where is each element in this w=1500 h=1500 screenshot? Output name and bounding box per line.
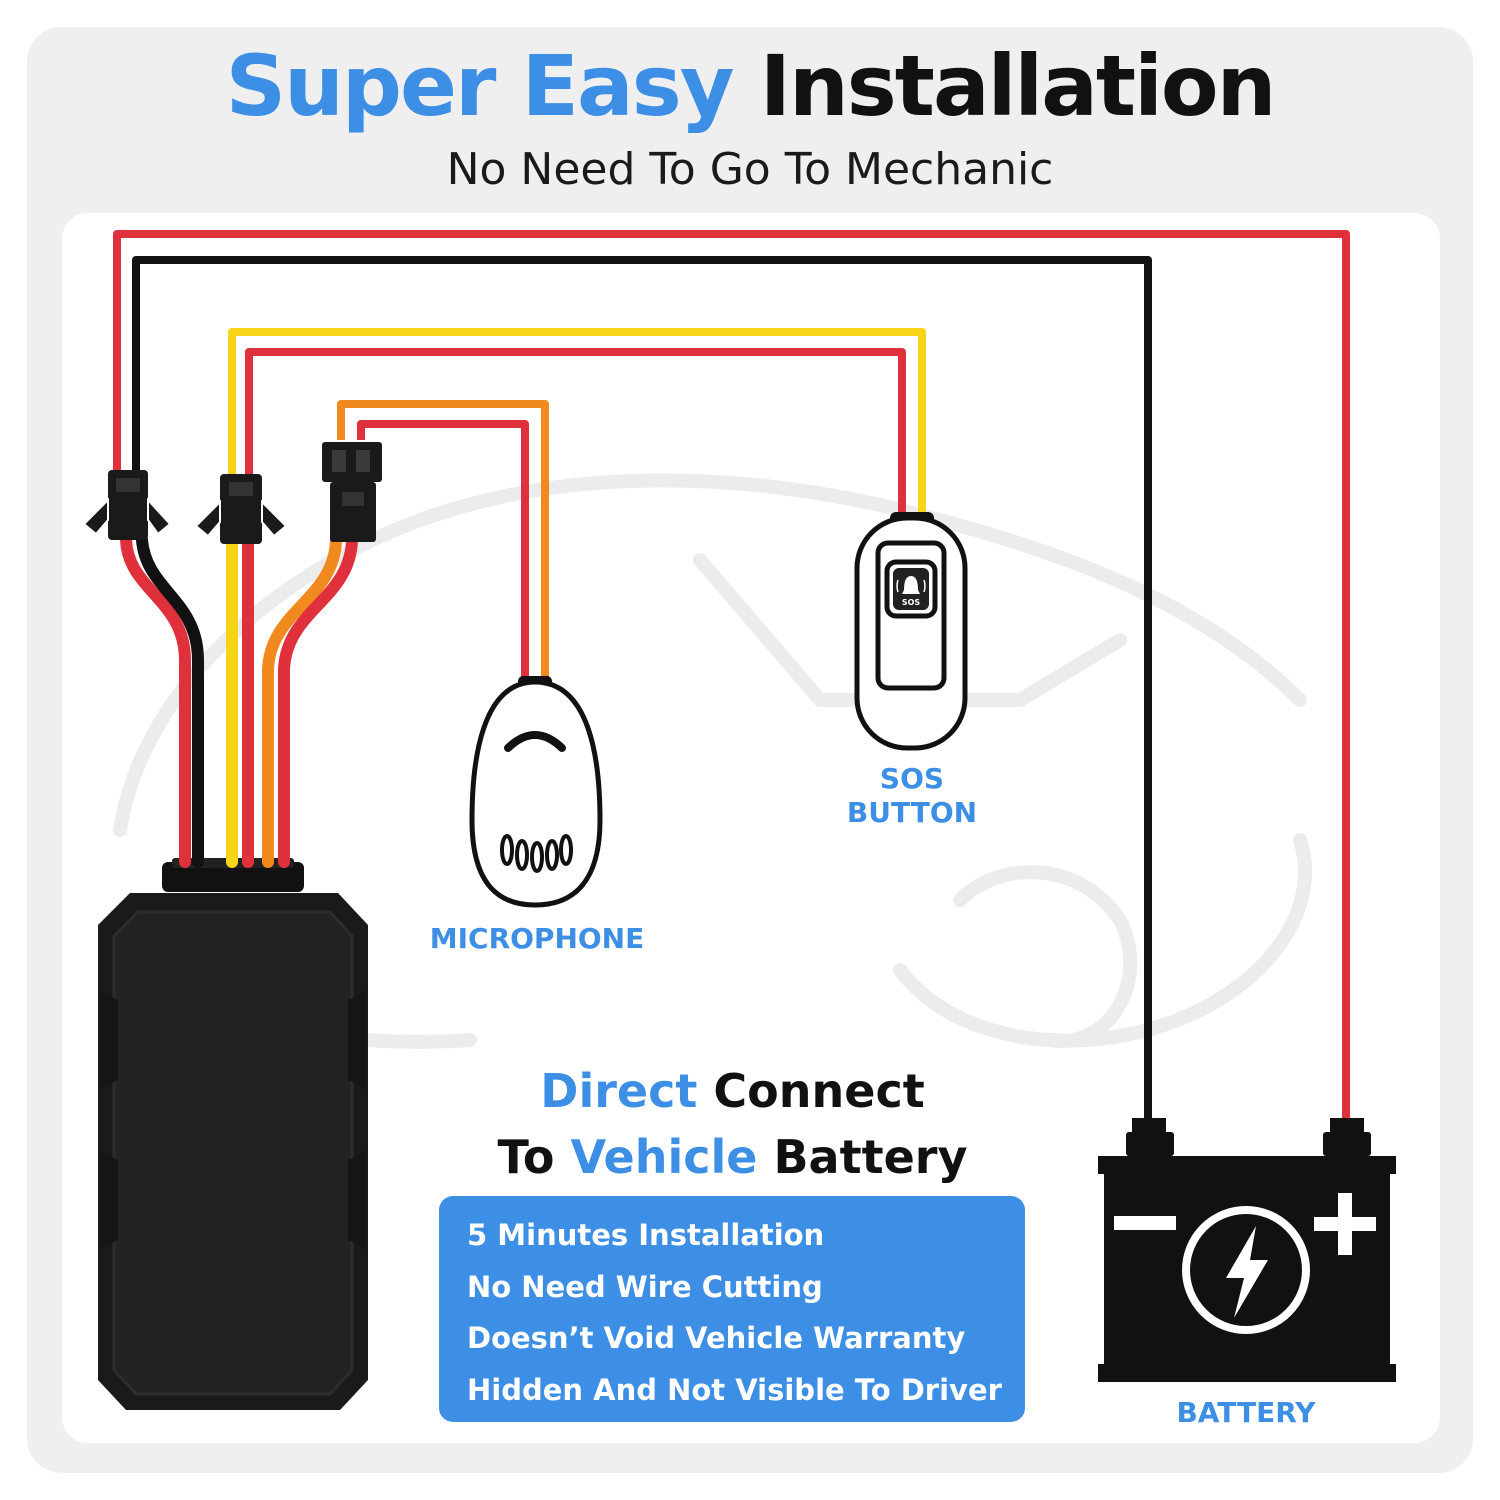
title-accent: Super Easy xyxy=(225,37,735,135)
sos-button-text: SOS xyxy=(902,598,921,607)
headline-connect: Connect xyxy=(713,1064,925,1118)
sos-bell-icon xyxy=(896,576,926,594)
headline-line2: To Vehicle Battery xyxy=(440,1124,1025,1190)
red-power-wire xyxy=(113,230,1350,1118)
sos-wires xyxy=(228,328,926,516)
plus-sign-v xyxy=(1338,1193,1352,1255)
microphone-icon xyxy=(469,676,603,908)
sos-label-line1: SOS xyxy=(879,762,945,795)
sos-button-device: SOS xyxy=(854,512,968,751)
connector-microphone xyxy=(322,442,382,542)
title-rest: Installation xyxy=(759,37,1277,135)
sos-label-line2: BUTTON xyxy=(846,796,978,829)
feature-item: Doesn’t Void Vehicle Warranty xyxy=(467,1321,966,1355)
sos-button-label: SOS BUTTON xyxy=(812,762,1012,830)
features-list: 5 Minutes Installation No Need Wire Cutt… xyxy=(439,1196,1025,1416)
feature-item: No Need Wire Cutting xyxy=(467,1269,823,1304)
page-title: Super Easy Installation xyxy=(0,36,1500,136)
gps-tracker-device xyxy=(98,858,368,1410)
headline-vehicle: Vehicle xyxy=(570,1130,758,1184)
connector-power xyxy=(82,470,172,540)
lightning-bolt-icon xyxy=(1226,1226,1268,1318)
minus-sign xyxy=(1114,1216,1176,1230)
connector-sos xyxy=(194,474,288,544)
battery-icon xyxy=(1098,1118,1396,1382)
black-ground-wire xyxy=(132,256,1152,1118)
headline-line1: Direct Connect xyxy=(440,1058,1025,1124)
headline-to: To xyxy=(497,1130,555,1184)
feature-item: 5 Minutes Installation xyxy=(467,1218,825,1252)
microphone-label: MICROPHONE xyxy=(429,922,645,955)
connection-headline: Direct Connect To Vehicle Battery xyxy=(440,1058,1025,1190)
microphone-wires xyxy=(337,400,549,680)
feature-item: Hidden And Not Visible To Driver xyxy=(467,1372,1002,1407)
power-wires xyxy=(113,230,1350,1118)
headline-direct: Direct xyxy=(540,1064,698,1118)
headline-battery: Battery xyxy=(773,1130,968,1184)
battery-label: BATTERY xyxy=(1176,1396,1316,1429)
page-subtitle: No Need To Go To Mechanic xyxy=(446,144,1054,195)
cable-bundles xyxy=(120,534,358,868)
features-box: 5 Minutes Installation No Need Wire Cutt… xyxy=(439,1196,1025,1422)
